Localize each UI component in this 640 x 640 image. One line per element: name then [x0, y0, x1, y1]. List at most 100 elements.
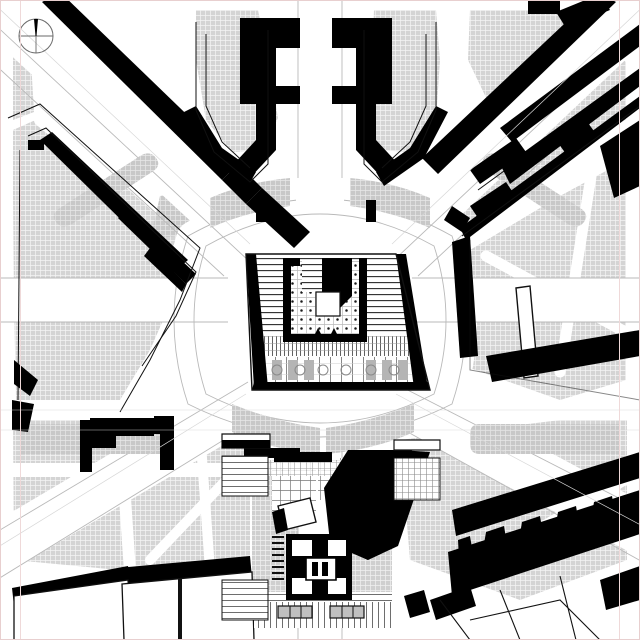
outline-nw-inner	[17, 149, 21, 401]
pier-5	[382, 360, 392, 380]
street-east-cross-1	[480, 250, 640, 346]
building-e-corner	[600, 120, 640, 198]
building-w-long	[90, 418, 154, 448]
street-east-cross-2	[554, 164, 598, 378]
building-n-left-kiosk	[256, 200, 266, 222]
buildings-south-band	[221, 433, 441, 621]
building-n-right-hook	[332, 18, 392, 104]
building-sw-box2	[121, 571, 255, 640]
hairline-3	[0, 393, 247, 547]
sb-grid-right	[393, 457, 441, 501]
south-pavilion-divs	[289, 606, 354, 618]
monument-stairs	[272, 536, 284, 580]
building-e-row-1	[502, 68, 640, 184]
pavilion-1	[277, 605, 313, 619]
street-plaza-ring	[164, 185, 477, 451]
south-small-angled-cap	[272, 508, 288, 534]
building-n-left-hook	[240, 18, 300, 104]
median-north-right	[350, 178, 430, 228]
stair-step-5	[272, 560, 284, 562]
pier-3	[304, 360, 314, 380]
central-plaza	[245, 253, 431, 391]
outline-se-court	[469, 599, 601, 640]
south-complex	[244, 448, 430, 628]
building-n-right-ell	[356, 110, 400, 180]
pier-4	[366, 360, 376, 380]
building-se-small	[404, 590, 430, 618]
building-n-left-ell	[232, 110, 276, 180]
median-e-pill	[470, 424, 620, 454]
building-se-low-1	[430, 586, 476, 620]
outline-n-right-court	[381, 34, 427, 169]
median-south-left	[232, 404, 320, 454]
plaza-u-right-wall	[359, 258, 367, 340]
buildings-northwest	[28, 0, 310, 292]
buildings-northwest-outline	[7, 103, 201, 413]
hairline-4	[395, 393, 640, 526]
building-w-blk-left	[12, 400, 34, 432]
buildings-southeast	[404, 452, 640, 620]
block-northwest	[13, 118, 196, 400]
building-se-corner	[600, 566, 640, 610]
pier-circle-4	[340, 364, 352, 376]
building-w-ell	[80, 420, 92, 472]
kerb-nw-2	[0, 68, 225, 277]
outline-n-right	[363, 22, 437, 183]
building-ne-thick	[500, 24, 640, 142]
sb-bar-left-2	[222, 440, 270, 448]
median-north-centre	[296, 178, 344, 202]
plaza-u-left-wall	[283, 258, 291, 340]
plaza-u-bottom-lip	[283, 334, 367, 342]
plaza-outline	[245, 253, 431, 391]
monument-shaft-1	[312, 562, 318, 576]
south-pavilions	[277, 605, 365, 619]
pavilion-2	[329, 605, 365, 619]
kerb-nw-1	[0, 28, 251, 263]
stair-step-3	[272, 548, 284, 550]
building-sw-box	[13, 579, 133, 640]
buildings-north	[184, 18, 448, 222]
median-south-right	[326, 404, 414, 454]
stair-step-4	[272, 554, 284, 556]
pavilion-div-2	[341, 606, 354, 618]
building-sw-divider	[178, 578, 182, 640]
plaza-piers	[272, 360, 408, 380]
kerb-sw-1	[0, 381, 249, 531]
building-e-notch	[556, 120, 596, 154]
building-nw-long-bar	[42, 0, 238, 180]
buildings-east-outline	[469, 240, 640, 401]
building-n-right-bottom	[376, 106, 448, 186]
stair-step-6	[272, 566, 284, 568]
stair-step-2	[272, 542, 284, 544]
outline-n-left-court	[205, 34, 251, 169]
buildings-upper-right	[528, 0, 560, 14]
buildings-west	[12, 400, 255, 640]
street-nw-local-1	[34, 114, 126, 192]
building-ne-thick2	[470, 138, 526, 184]
monument-spire	[317, 540, 323, 558]
building-n-left-bottom	[184, 106, 256, 186]
building-n-left-L	[256, 30, 300, 132]
pier-1	[272, 360, 282, 380]
plaza-pier-circles	[271, 364, 400, 376]
outline-nw-court	[27, 127, 197, 367]
building-nw-terrace-2	[118, 210, 196, 284]
street-southwest-radial	[0, 375, 275, 578]
sb-hatch-left	[221, 455, 269, 497]
stair-step-1	[272, 536, 284, 538]
plaza-base-wall	[252, 382, 430, 390]
outline-e-block	[469, 240, 640, 401]
sb-hatch-left-2	[221, 579, 269, 621]
buildings-north-outline	[195, 22, 437, 183]
pier-circle-5	[365, 364, 377, 376]
kerb-sw-2	[0, 419, 257, 579]
pier-circle-6	[388, 364, 400, 376]
building-nw-foot	[144, 248, 186, 292]
plaza-u-court	[315, 291, 341, 317]
outline-nw-block	[7, 103, 201, 413]
building-ne-right	[608, 30, 640, 62]
buildings-east	[452, 68, 640, 382]
south-terrace-lower	[254, 600, 392, 628]
kerb-plaza-ring-inner	[193, 213, 447, 424]
plaza-u-top-lip	[283, 258, 300, 266]
